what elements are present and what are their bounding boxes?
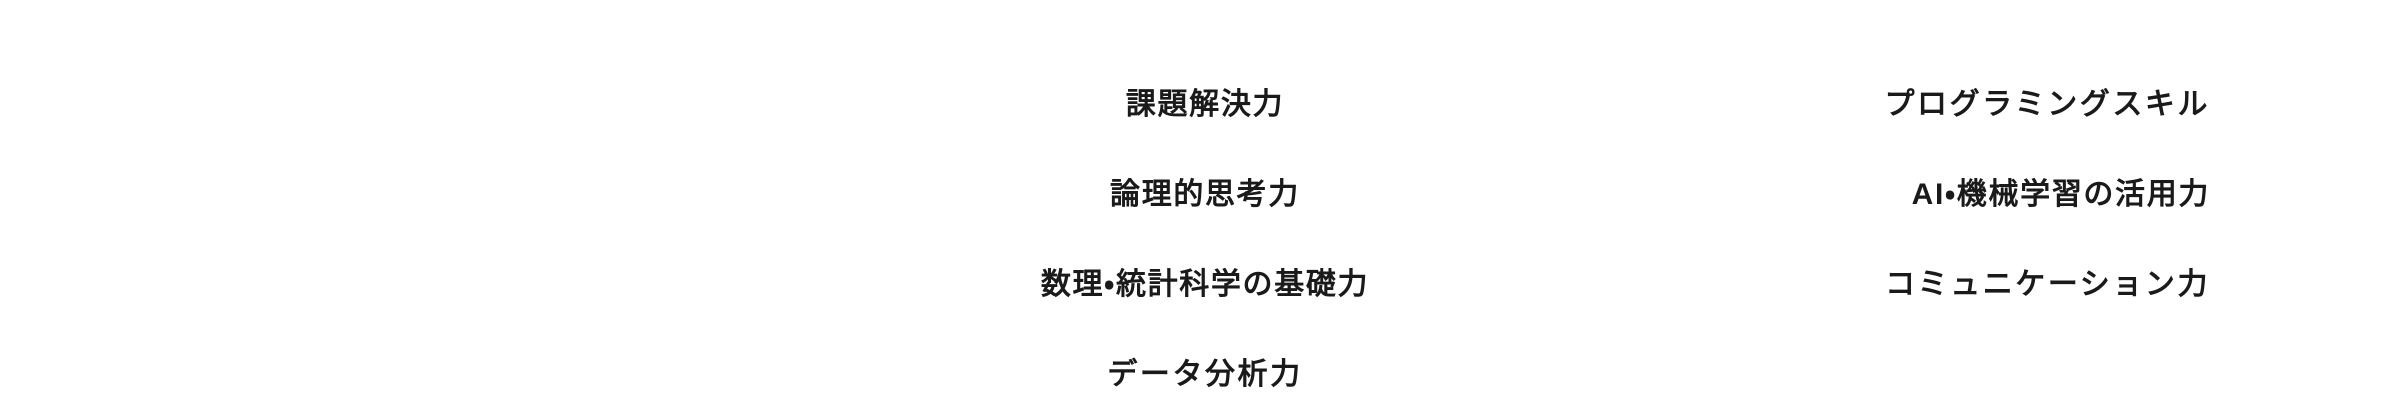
skill-item-math-statistics: 数理・統計科学の基礎力 <box>1040 268 1370 301</box>
skill-item-data-analysis: データ分析力 <box>1107 358 1303 391</box>
skill-item-programming: プログラミングスキル <box>1884 88 2210 121</box>
skill-column-left: 課題解決力 論理的思考力 数理・統計科学の基礎力 データ分析力 <box>905 60 1505 420</box>
skill-item-ai-machine-learning: AI・機械学習の活用力 <box>1911 178 2210 211</box>
skill-item-logical-thinking: 論理的思考力 <box>1110 178 1300 211</box>
skill-column-right: プログラミングスキル AI・機械学習の活用力 コミュニケーション力 <box>1710 60 2210 330</box>
skill-label-canvas: 課題解決力 論理的思考力 数理・統計科学の基礎力 データ分析力 プログラミングス… <box>1040 60 2210 391</box>
skill-item-problem-solving: 課題解決力 <box>1125 88 1285 121</box>
skill-item-communication: コミュニケーション力 <box>1885 268 2210 301</box>
